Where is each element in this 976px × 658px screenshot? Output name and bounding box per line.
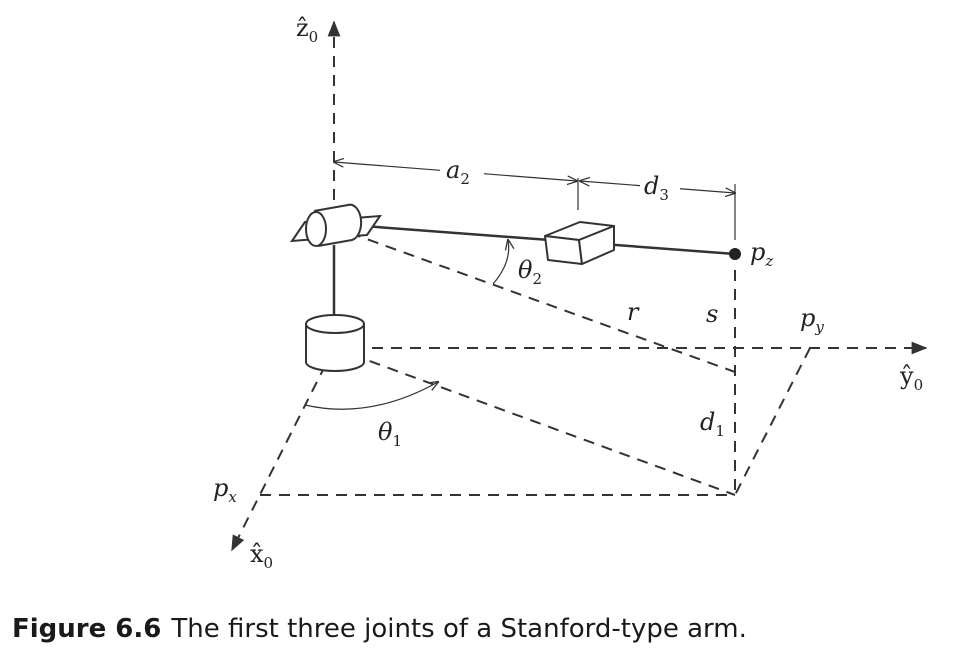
theta2-arc <box>492 240 509 285</box>
theta2-label: θ2 <box>518 256 542 288</box>
r-line <box>349 232 736 373</box>
prismatic-link <box>544 221 615 265</box>
d3-label: d3 <box>644 172 669 204</box>
d1-label: d1 <box>700 408 725 440</box>
figure-caption: Figure 6.6 The first three joints of a St… <box>12 614 747 644</box>
arm-link <box>349 223 736 256</box>
px-label: px <box>213 474 237 506</box>
pz-label: pz <box>750 238 773 270</box>
projection-line <box>333 347 736 496</box>
py-line <box>734 347 811 496</box>
stanford-arm-diagram: ẑ0 ŷ0 x̂0 a2 d3 pz θ2 r s py d1 θ1 px <box>213 14 928 572</box>
a2-label: a2 <box>446 156 470 188</box>
theta1-arc <box>304 382 438 410</box>
base-cylinder <box>305 314 365 372</box>
end-effector-point <box>729 248 741 260</box>
r-label: r <box>627 298 640 326</box>
figure-number: Figure 6.6 <box>12 614 162 644</box>
s-label: s <box>706 300 718 328</box>
caption-text: The first three joints of a Stanford-typ… <box>171 614 747 644</box>
x-axis <box>231 347 335 552</box>
z-axis-label: ẑ0 <box>296 14 318 46</box>
shoulder-joint <box>289 203 383 247</box>
x-axis-label: x̂0 <box>250 540 273 572</box>
y-axis-label: ŷ0 <box>899 362 923 394</box>
py-label: py <box>800 304 824 336</box>
theta1-label: θ1 <box>378 418 402 450</box>
